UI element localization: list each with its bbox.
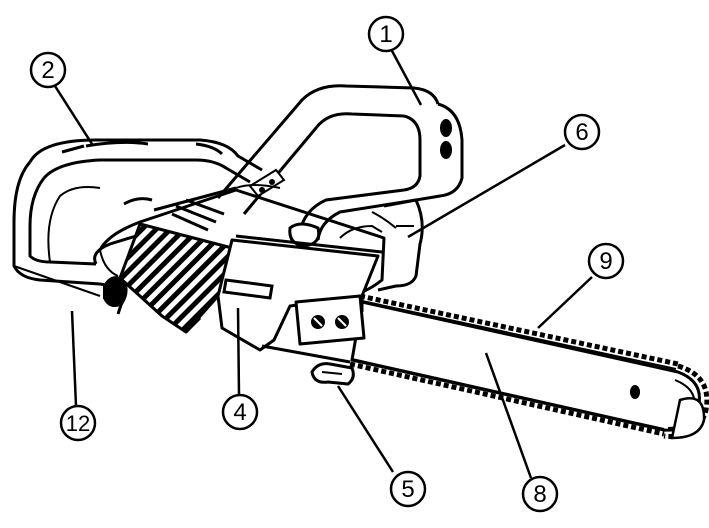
callout-circle xyxy=(521,475,559,513)
leader-9 xyxy=(537,276,593,329)
callout-5: 5 xyxy=(389,470,427,508)
callout-label: 5 xyxy=(401,476,414,503)
callout-label: 4 xyxy=(233,399,246,426)
rear-handle xyxy=(12,138,263,315)
saw-chain xyxy=(349,293,709,440)
callout-8: 8 xyxy=(521,475,559,513)
leader-2 xyxy=(53,85,94,145)
leader-5 xyxy=(336,385,395,473)
engine-body xyxy=(98,184,386,364)
grip-slot-bottom xyxy=(440,141,452,159)
callout-label: 12 xyxy=(66,411,90,436)
callout-1: 1 xyxy=(367,15,405,53)
chain-catcher xyxy=(310,362,355,386)
bar-rivet xyxy=(630,385,640,399)
leader-lines xyxy=(53,48,593,479)
chain-brake-hand-guard xyxy=(339,198,424,292)
callout-label: 1 xyxy=(379,21,392,48)
front-handle xyxy=(216,84,464,248)
callout-circle xyxy=(221,393,259,431)
callout-circle xyxy=(587,242,625,280)
grip-slot-top xyxy=(440,119,452,137)
starter-plate xyxy=(222,278,274,300)
callout-label: 6 xyxy=(575,119,588,146)
callout-circle xyxy=(59,404,97,442)
callout-2: 2 xyxy=(29,51,67,89)
leader-6 xyxy=(407,143,566,239)
callout-label: 8 xyxy=(533,481,546,508)
guide-bar xyxy=(350,300,701,432)
callout-4: 4 xyxy=(221,393,259,431)
leader-12 xyxy=(70,310,78,407)
callout-circle xyxy=(563,113,601,151)
callout-circle xyxy=(29,51,67,89)
leader-8 xyxy=(484,352,533,479)
callout-circle xyxy=(367,15,405,53)
callout-12: 12 xyxy=(59,404,97,442)
leader-1 xyxy=(389,48,423,106)
callout-label: 2 xyxy=(41,57,54,84)
callout-6: 6 xyxy=(563,113,601,151)
callout-circle xyxy=(389,470,427,508)
callout-label: 9 xyxy=(599,248,612,275)
leader-4 xyxy=(236,307,241,396)
callout-9: 9 xyxy=(587,242,625,280)
